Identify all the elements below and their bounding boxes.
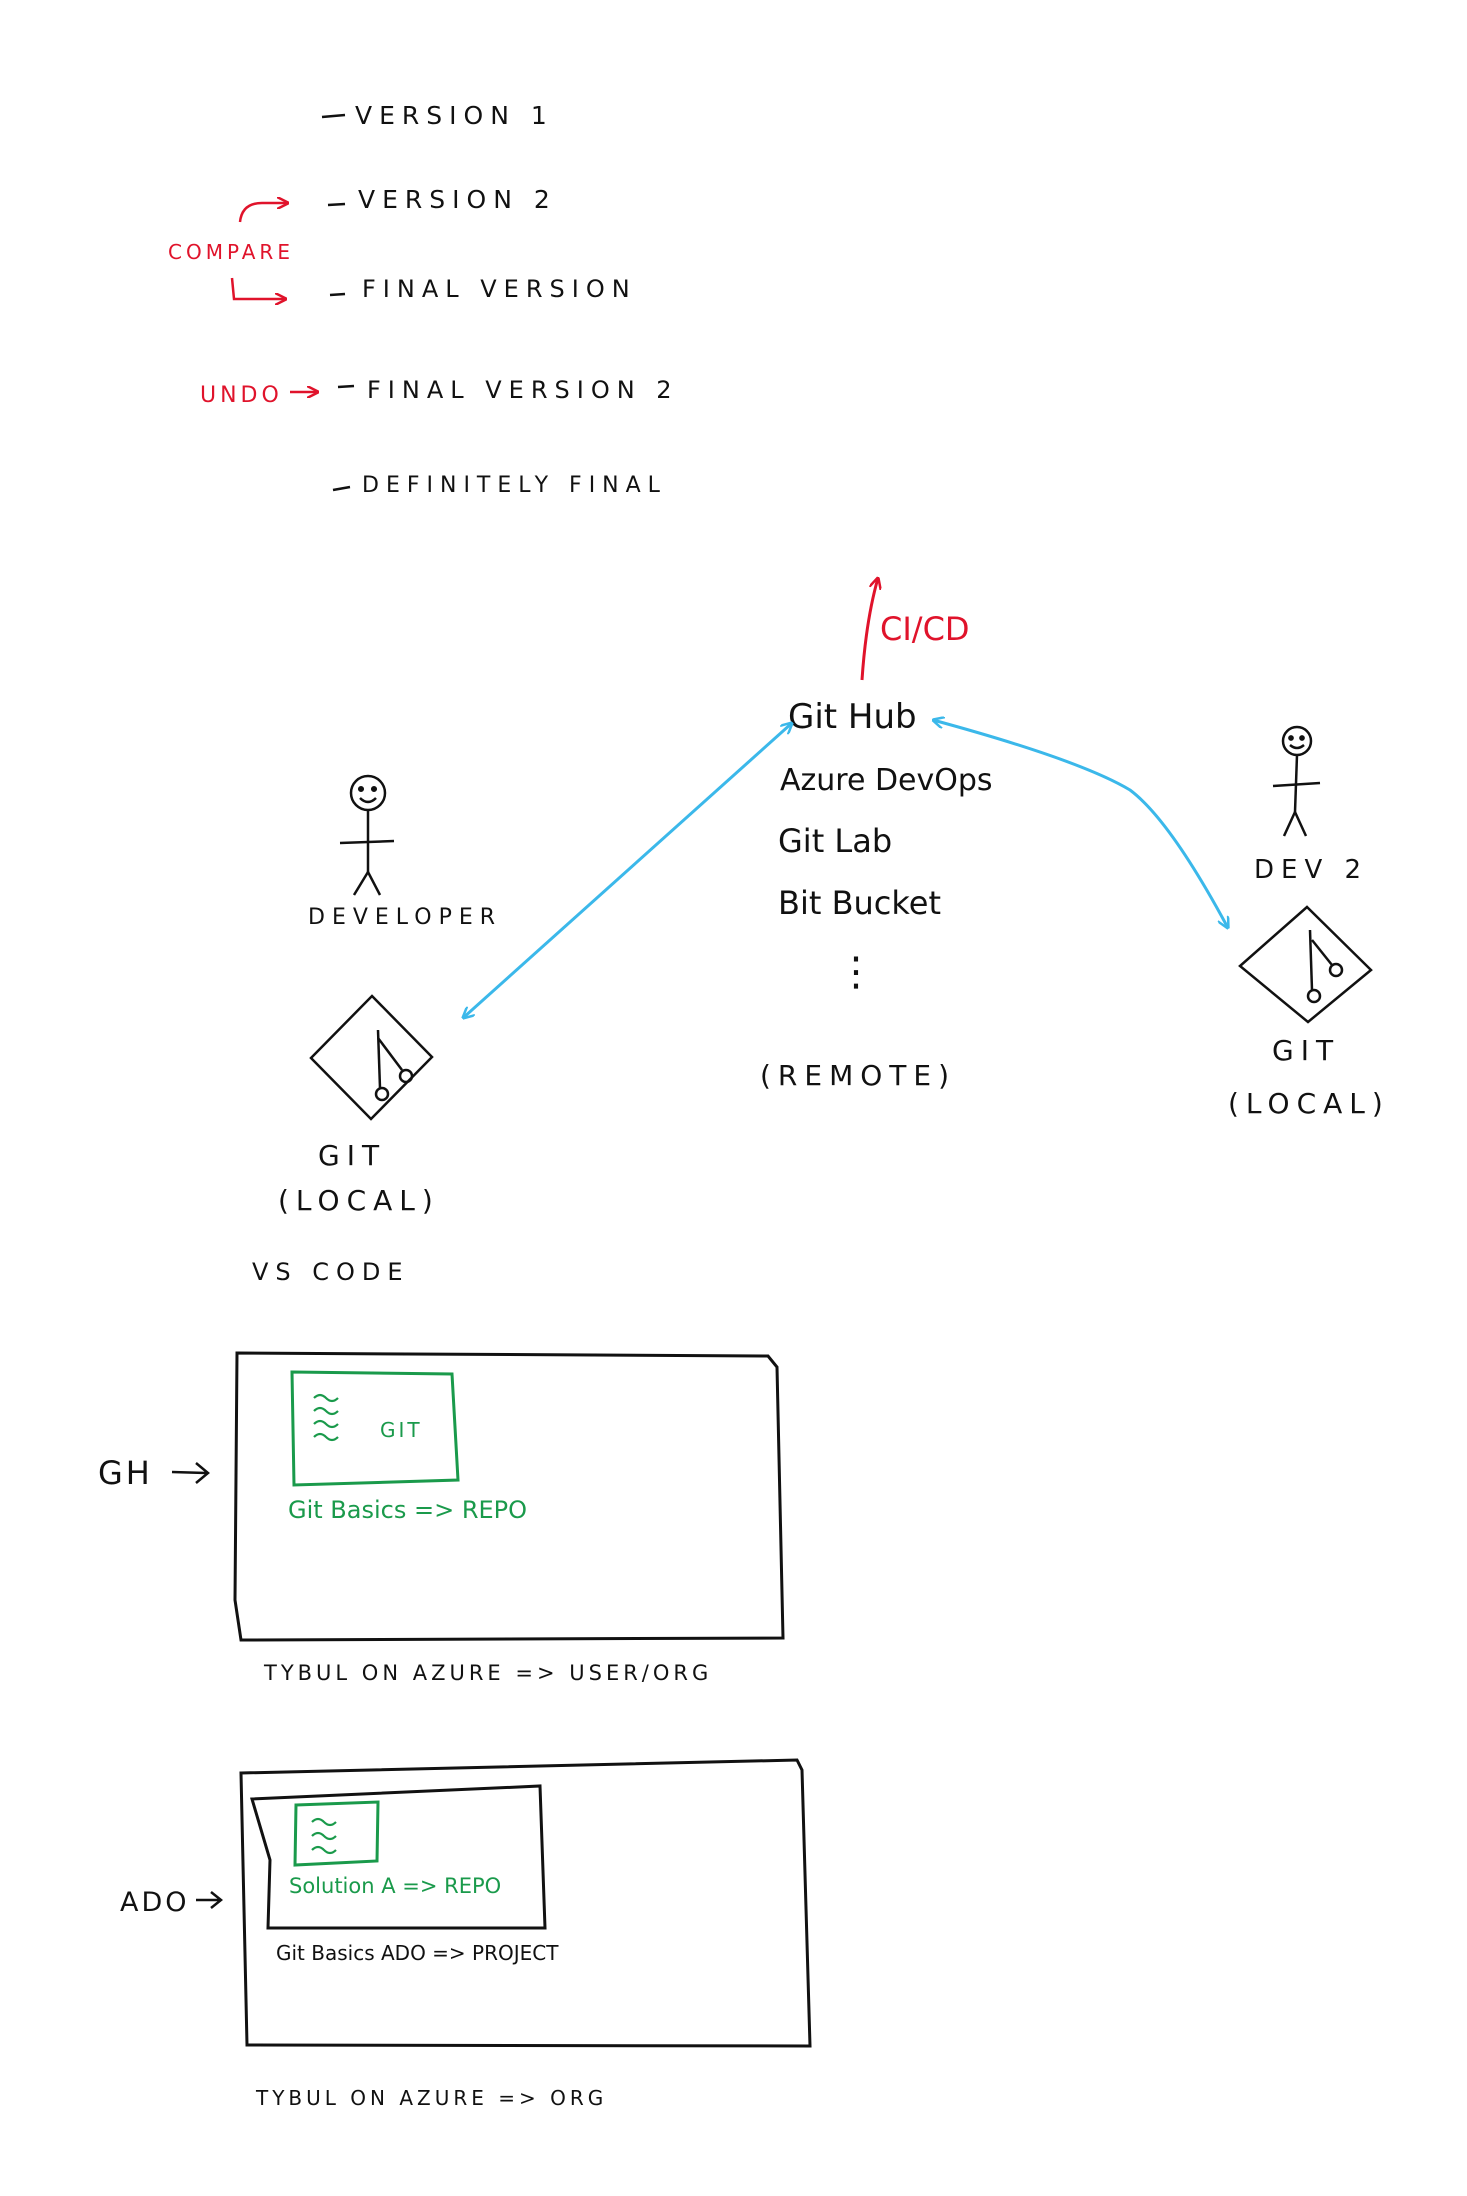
gh-repo-box bbox=[290, 1370, 460, 1487]
double-arrow-icon bbox=[933, 720, 1228, 928]
final-version: FINAL VERSION bbox=[362, 275, 637, 303]
remote-more-ellipsis: ⋮ bbox=[836, 949, 876, 995]
version-1: VERSION 1 bbox=[355, 101, 554, 130]
remote-host-azure-devops: Azure DevOps bbox=[780, 763, 993, 798]
remote-label: (REMOTE) bbox=[760, 1059, 956, 1092]
gh-diagram: GH GIT Git Basics => REPO TYBUL ON AZURE… bbox=[98, 1351, 785, 1685]
vs-code-label: VS CODE bbox=[252, 1258, 410, 1286]
git-diamond-icon bbox=[1238, 905, 1373, 1024]
dev2-git-label: GIT bbox=[1272, 1034, 1340, 1067]
compare-annotation: COMPARE bbox=[168, 203, 294, 299]
dash-icon bbox=[329, 292, 346, 297]
developer-local-label: (LOCAL) bbox=[278, 1184, 440, 1217]
compare-label: COMPARE bbox=[168, 240, 294, 264]
ado-repo-box bbox=[293, 1800, 380, 1867]
dev2-label: DEV 2 bbox=[1254, 855, 1368, 885]
ado-repo-label: Solution A => REPO bbox=[289, 1874, 501, 1898]
ado-org-box bbox=[239, 1758, 812, 2048]
remote-host-gitlab: Git Lab bbox=[778, 822, 892, 860]
remote-host-github: Git Hub bbox=[788, 697, 917, 737]
code-lines-icon bbox=[313, 1393, 339, 1442]
stick-figure-icon bbox=[339, 774, 395, 896]
code-lines-icon bbox=[311, 1817, 337, 1855]
dev2-section bbox=[1238, 725, 1373, 1024]
arrow-up-icon bbox=[860, 578, 878, 681]
gh-inner-git-label: GIT bbox=[380, 1418, 423, 1442]
developer-label: DEVELOPER bbox=[308, 905, 502, 930]
ado-side-label: ADO bbox=[120, 1887, 190, 1918]
git-diamond-icon bbox=[309, 994, 434, 1121]
dev2-local-label: (LOCAL) bbox=[1228, 1087, 1390, 1120]
stick-figure-icon bbox=[1272, 725, 1321, 837]
arrow-right-icon bbox=[238, 203, 288, 223]
ado-project-box bbox=[250, 1784, 547, 1930]
remote-host-bitbucket: Bit Bucket bbox=[778, 884, 941, 922]
gh-repo-label: Git Basics => REPO bbox=[288, 1496, 527, 1524]
ado-project-label: Git Basics ADO => PROJECT bbox=[276, 1941, 559, 1965]
version-list: VERSION 1 VERSION 2 FINAL VERSION FINAL … bbox=[321, 101, 679, 498]
gh-side-label: GH bbox=[98, 1454, 153, 1492]
ado-org-caption: TYBUL ON AZURE => ORG bbox=[255, 2086, 607, 2110]
dash-icon bbox=[337, 384, 355, 389]
remote-section: CI/CD Git Hub Azure DevOps Git Lab Bit B… bbox=[760, 578, 993, 1092]
developer-git-label: GIT bbox=[318, 1139, 386, 1172]
final-version-2: FINAL VERSION 2 bbox=[367, 376, 679, 404]
dash-icon bbox=[332, 485, 351, 492]
arrow-right-icon bbox=[230, 277, 286, 299]
ado-diagram: ADO Solution A => REPO Git Basics ADO =>… bbox=[120, 1758, 812, 2110]
gh-org-caption: TYBUL ON AZURE => USER/ORG bbox=[263, 1661, 712, 1685]
definitely-final: DEFINITELY FINAL bbox=[362, 473, 667, 498]
gh-org-box bbox=[233, 1351, 785, 1642]
version-2: VERSION 2 bbox=[358, 185, 557, 214]
dash-icon bbox=[321, 113, 346, 119]
developer-section bbox=[309, 774, 434, 1121]
undo-annotation: UNDO bbox=[200, 383, 318, 408]
arrow-right-icon bbox=[196, 1891, 224, 1909]
dash-icon bbox=[327, 202, 346, 207]
arrow-right-icon bbox=[171, 1462, 210, 1484]
cicd-label: CI/CD bbox=[880, 610, 970, 648]
double-arrow-icon bbox=[463, 723, 792, 1018]
undo-label: UNDO bbox=[200, 383, 283, 408]
